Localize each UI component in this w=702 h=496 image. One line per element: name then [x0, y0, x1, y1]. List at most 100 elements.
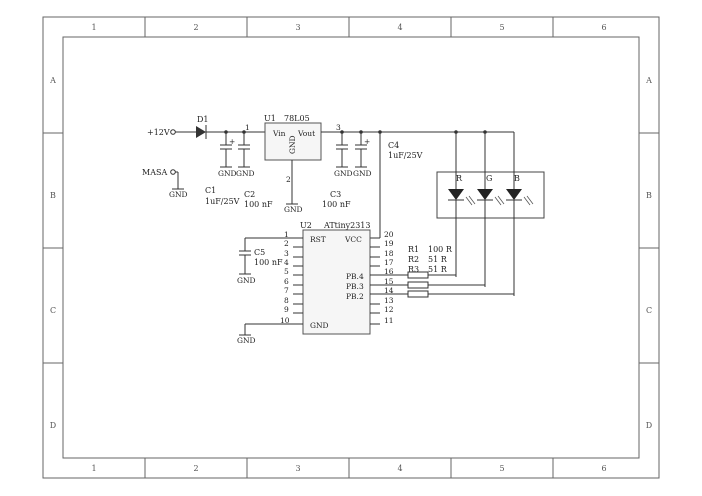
- mcu-value-label: ATtiny2313: [323, 221, 370, 230]
- r2-value-label: 51 R: [428, 255, 448, 264]
- r1-value-label: 100 R: [428, 245, 453, 254]
- row-label-right-b: B: [646, 191, 652, 200]
- c2-value-label: 100 nF: [244, 200, 273, 209]
- mcu-pin-20: 20: [384, 230, 394, 239]
- masa-gnd-label: GND: [169, 190, 188, 199]
- col-label-bottom-3: 3: [295, 464, 300, 473]
- masa-terminal: [170, 169, 176, 175]
- node-3-label: 3: [336, 123, 341, 132]
- node-2-label: 2: [286, 175, 291, 184]
- row-label-right-d: D: [646, 421, 652, 430]
- row-label-left-a: A: [49, 76, 56, 85]
- rgb-led: R G B: [436, 132, 545, 219]
- regulator-gnd-label: GND: [288, 135, 297, 154]
- resistor-r1: [407, 271, 429, 279]
- mcu-pin-12: 12: [384, 305, 394, 314]
- c4-gnd-label: GND: [353, 169, 372, 178]
- capacitor-c2: GND C2 100 nF: [236, 132, 273, 209]
- led-g-label: G: [486, 174, 492, 183]
- resistor-network: R1 100 R R2 51 R R3 51 R: [380, 245, 514, 298]
- input-terminal: [170, 129, 176, 135]
- mcu-pin-9: 9: [284, 305, 289, 314]
- regulator-body: [264, 122, 322, 161]
- mcu-pin-8: 8: [284, 296, 289, 305]
- resistor-r3: [407, 290, 429, 298]
- led-b-label: B: [514, 174, 520, 183]
- mcu-pb3-label: PB.3: [346, 282, 364, 291]
- mcu-pin-1: 1: [284, 230, 289, 239]
- mcu-pin-4: 4: [284, 258, 289, 267]
- node-1-label: 1: [245, 123, 250, 132]
- regulator-value-label: 78L05: [284, 114, 310, 123]
- c2-gnd-label: GND: [236, 169, 255, 178]
- c3-ref-label: C3: [330, 190, 341, 199]
- mcu-pin-3: 3: [284, 249, 289, 258]
- regulator-ref-label: U1: [264, 114, 276, 123]
- c1-value-label: 1uF/25V: [205, 197, 240, 206]
- led-green-icon: [477, 189, 493, 200]
- r2-ref-label: R2: [408, 255, 419, 264]
- mcu-pin-10: 10: [280, 316, 290, 325]
- rgb-led-body: [436, 171, 545, 219]
- col-label-top-3: 3: [295, 23, 300, 32]
- mcu-u2: U2 ATtiny2313 RST VCC GND PB.4 PB.3 PB.2…: [280, 221, 394, 335]
- c4-plus-label: +: [364, 137, 370, 146]
- drawing-frame: 1 2 3 4 5 6 1 2 3 4 5 6 A B C D A B C D: [42, 16, 660, 479]
- mcu-body: [302, 229, 371, 335]
- mcu-pin-11: 11: [384, 316, 394, 325]
- mcu-vcc-label: VCC: [344, 235, 362, 244]
- row-label-left-d: D: [50, 421, 56, 430]
- capacitor-c3: GND C3 100 nF: [322, 132, 353, 209]
- mcu-pin-7: 7: [284, 286, 289, 295]
- col-label-bottom-4: 4: [397, 464, 402, 473]
- c4-ref-label: C4: [388, 141, 399, 150]
- mcu-pin-14: 14: [384, 286, 394, 295]
- c2-ref-label: C2: [244, 190, 255, 199]
- row-label-left-b: B: [50, 191, 56, 200]
- masa-label: MASA: [142, 168, 167, 177]
- c3-gnd-label: GND: [334, 169, 353, 178]
- col-label-top-5: 5: [499, 23, 504, 32]
- row-label-left-c: C: [50, 306, 56, 315]
- mcu-pin-15: 15: [384, 277, 394, 286]
- c4-value-label: 1uF/25V: [388, 151, 423, 160]
- mcu-pin-2: 2: [284, 239, 289, 248]
- c3-value-label: 100 nF: [322, 200, 351, 209]
- col-label-bottom-2: 2: [193, 464, 198, 473]
- regulator-vout-label: Vout: [297, 129, 315, 138]
- mcu-pin-6: 6: [284, 277, 289, 286]
- col-label-top-4: 4: [397, 23, 402, 32]
- c5-gnd-label: GND: [237, 276, 256, 285]
- capacitor-c1: + GND C1 1uF/25V: [205, 132, 240, 206]
- col-label-bottom-1: 1: [91, 464, 96, 473]
- c5-value-label: 100 nF: [254, 258, 283, 267]
- col-label-top-6: 6: [601, 23, 606, 32]
- power-input: +12V D1 1 MASA GND: [142, 115, 265, 199]
- capacitor-c4: + GND C4 1uF/25V: [353, 132, 423, 178]
- c5-ref-label: C5: [254, 248, 265, 257]
- mcu-ref-label: U2: [300, 221, 312, 230]
- col-label-bottom-5: 5: [499, 464, 504, 473]
- led-r-label: R: [456, 174, 463, 183]
- col-label-top-2: 2: [193, 23, 198, 32]
- led-blue-icon: [506, 189, 522, 200]
- mcu-pb4-label: PB.4: [346, 272, 364, 281]
- mcu-gnd-pin-label: GND: [237, 336, 256, 345]
- mcu-pin-5: 5: [284, 267, 289, 276]
- mcu-gnd-label: GND: [310, 321, 329, 330]
- capacitor-c5: GND C5 100 nF: [237, 237, 293, 285]
- regulator-u1: U1 78L05 Vin Vout GND 2 GND: [264, 114, 322, 214]
- c1-ref-label: C1: [205, 186, 216, 195]
- row-label-right-a: A: [645, 76, 652, 85]
- r3-value-label: 51 R: [428, 265, 448, 274]
- mcu-pin-17: 17: [384, 258, 394, 267]
- c1-gnd-label: GND: [218, 169, 237, 178]
- mcu-pin-19: 19: [384, 239, 394, 248]
- led-red-icon: [448, 189, 464, 200]
- mcu-pin-13: 13: [384, 296, 394, 305]
- regulator-gnd-pin-label: GND: [284, 205, 303, 214]
- resistor-r2: [407, 281, 429, 289]
- r3-ref-label: R3: [408, 265, 419, 274]
- input-label-12v: +12V: [147, 128, 170, 137]
